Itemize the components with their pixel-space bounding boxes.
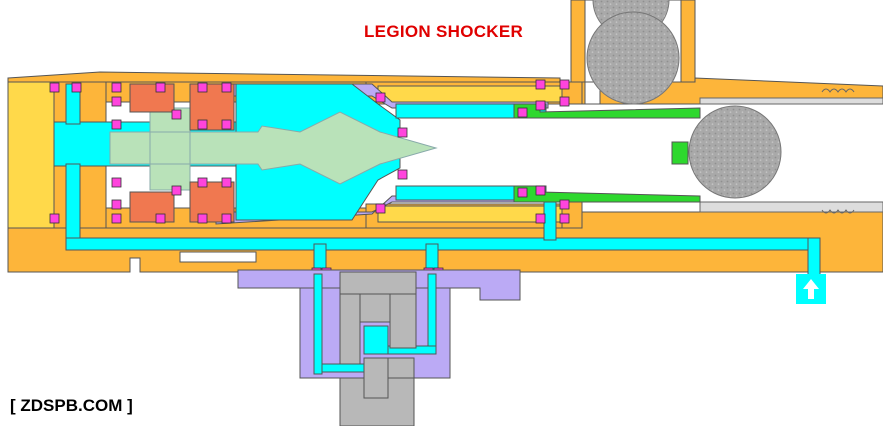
valve-core bbox=[339, 271, 417, 427]
credit-label: [ ZDSPB.COM ] bbox=[10, 396, 133, 415]
arrow-up-icon bbox=[796, 274, 826, 304]
diagram-title: LEGION SHOCKER bbox=[364, 22, 524, 41]
paintballs bbox=[586, 0, 782, 199]
